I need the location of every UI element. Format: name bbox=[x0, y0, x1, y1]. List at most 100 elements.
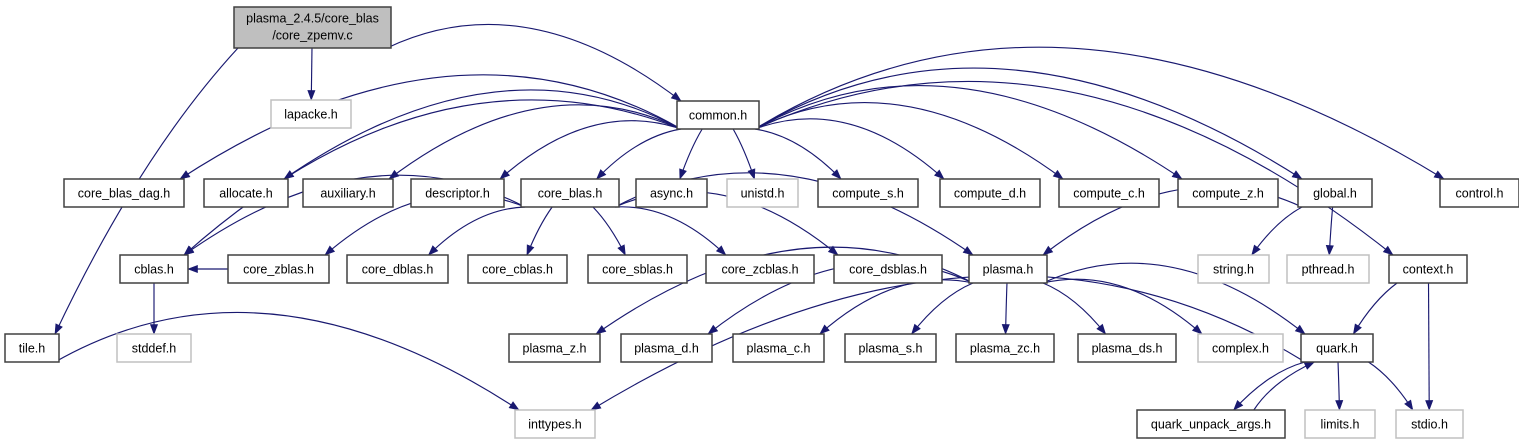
node-label-core_dblas: core_dblas.h bbox=[362, 262, 434, 276]
node-box-plasma_s[interactable] bbox=[844, 333, 937, 363]
node-common[interactable]: common.h bbox=[676, 100, 760, 130]
node-core_blas_dag[interactable]: core_blas_dag.h bbox=[63, 178, 185, 208]
node-core_zcblas[interactable]: core_zcblas.h bbox=[705, 254, 815, 284]
node-box-control[interactable] bbox=[1439, 178, 1519, 208]
node-label-core_blas_dag: core_blas_dag.h bbox=[78, 186, 170, 200]
node-stddef[interactable]: stddef.h bbox=[116, 333, 192, 363]
node-tile[interactable]: tile.h bbox=[4, 333, 60, 363]
node-label-control: control.h bbox=[1456, 186, 1504, 200]
node-box-cblas[interactable] bbox=[119, 254, 189, 284]
node-quark_unpack_args[interactable]: quark_unpack_args.h bbox=[1136, 409, 1286, 439]
node-unistd[interactable]: unistd.h bbox=[726, 178, 799, 208]
node-box-compute_c[interactable] bbox=[1058, 178, 1160, 208]
node-box-tile[interactable] bbox=[4, 333, 60, 363]
node-stdio[interactable]: stdio.h bbox=[1395, 409, 1464, 439]
node-box-core_blas_dag[interactable] bbox=[63, 178, 185, 208]
node-box-string[interactable] bbox=[1197, 254, 1270, 284]
node-async[interactable]: async.h bbox=[635, 178, 708, 208]
node-complex[interactable]: complex.h bbox=[1197, 333, 1284, 363]
node-string[interactable]: string.h bbox=[1197, 254, 1270, 284]
node-box-core_blas[interactable] bbox=[520, 178, 620, 208]
node-label-global: global.h bbox=[1313, 186, 1357, 200]
node-label-descriptor: descriptor.h bbox=[425, 186, 490, 200]
node-limits[interactable]: limits.h bbox=[1304, 409, 1376, 439]
node-plasma_s[interactable]: plasma_s.h bbox=[844, 333, 937, 363]
node-core_dsblas[interactable]: core_dsblas.h bbox=[833, 254, 943, 284]
node-box-descriptor[interactable] bbox=[410, 178, 505, 208]
node-core_zblas[interactable]: core_zblas.h bbox=[227, 254, 330, 284]
node-box-unistd[interactable] bbox=[726, 178, 799, 208]
node-box-complex[interactable] bbox=[1197, 333, 1284, 363]
node-box-plasma_ds[interactable] bbox=[1077, 333, 1177, 363]
node-box-compute_d[interactable] bbox=[939, 178, 1041, 208]
node-label-plasma_c: plasma_c.h bbox=[747, 341, 811, 355]
node-box-plasma_zc[interactable] bbox=[955, 333, 1055, 363]
node-compute_d[interactable]: compute_d.h bbox=[939, 178, 1041, 208]
edge-global-to-pthread bbox=[1325, 206, 1334, 256]
node-box-core_zcblas[interactable] bbox=[705, 254, 815, 284]
node-compute_s[interactable]: compute_s.h bbox=[817, 178, 919, 208]
node-inttypes[interactable]: inttypes.h bbox=[514, 409, 596, 439]
node-core_cblas[interactable]: core_cblas.h bbox=[467, 254, 568, 284]
edge-plasma-to-quark bbox=[1042, 262, 1306, 335]
node-plasma_ds[interactable]: plasma_ds.h bbox=[1077, 333, 1177, 363]
node-box-lapacke[interactable] bbox=[270, 99, 352, 129]
node-compute_z[interactable]: compute_z.h bbox=[1177, 178, 1279, 208]
node-box-pthread[interactable] bbox=[1286, 254, 1370, 284]
node-box-core_sblas[interactable] bbox=[587, 254, 688, 284]
node-auxiliary[interactable]: auxiliary.h bbox=[302, 178, 394, 208]
node-core_blas[interactable]: core_blas.h bbox=[520, 178, 620, 208]
node-box-core_dsblas[interactable] bbox=[833, 254, 943, 284]
node-box-stdio[interactable] bbox=[1395, 409, 1464, 439]
node-box-core_zblas[interactable] bbox=[227, 254, 330, 284]
node-box-common[interactable] bbox=[676, 100, 760, 130]
node-box-core_dblas[interactable] bbox=[346, 254, 449, 284]
node-box-allocate[interactable] bbox=[203, 178, 289, 208]
node-box-compute_z[interactable] bbox=[1177, 178, 1279, 208]
node-box-plasma_z[interactable] bbox=[508, 333, 601, 363]
node-root[interactable]: plasma_2.4.5/core_blas/core_zpemv.c bbox=[233, 6, 392, 49]
node-label-quark_unpack_args: quark_unpack_args.h bbox=[1151, 417, 1271, 431]
node-box-plasma_c[interactable] bbox=[732, 333, 825, 363]
node-box-quark_unpack_args[interactable] bbox=[1136, 409, 1286, 439]
node-quark[interactable]: quark.h bbox=[1300, 333, 1374, 363]
edge-core_zblas-to-cblas bbox=[187, 264, 228, 274]
node-context[interactable]: context.h bbox=[1388, 254, 1468, 284]
edge-common-to-descriptor bbox=[499, 120, 682, 180]
edge-common-to-global bbox=[754, 67, 1303, 180]
node-box-async[interactable] bbox=[635, 178, 708, 208]
edge-context-to-quark bbox=[1352, 282, 1398, 335]
node-box-inttypes[interactable] bbox=[514, 409, 596, 439]
node-box-plasma_d[interactable] bbox=[620, 333, 713, 363]
node-box-plasma[interactable] bbox=[968, 254, 1048, 284]
node-allocate[interactable]: allocate.h bbox=[203, 178, 289, 208]
edge-plasma-to-complex bbox=[1042, 278, 1203, 335]
node-box-stddef[interactable] bbox=[116, 333, 192, 363]
node-box-compute_s[interactable] bbox=[817, 178, 919, 208]
node-pthread[interactable]: pthread.h bbox=[1286, 254, 1370, 284]
node-box-context[interactable] bbox=[1388, 254, 1468, 284]
node-plasma_zc[interactable]: plasma_zc.h bbox=[955, 333, 1055, 363]
node-control[interactable]: control.h bbox=[1439, 178, 1519, 208]
node-box-quark[interactable] bbox=[1300, 333, 1374, 363]
edge-common-to-context bbox=[754, 80, 1394, 256]
node-box-core_cblas[interactable] bbox=[467, 254, 568, 284]
node-cblas[interactable]: cblas.h bbox=[119, 254, 189, 284]
node-core_dblas[interactable]: core_dblas.h bbox=[346, 254, 449, 284]
node-descriptor[interactable]: descriptor.h bbox=[410, 178, 505, 208]
node-box-limits[interactable] bbox=[1304, 409, 1376, 439]
node-box-root[interactable] bbox=[233, 6, 392, 49]
node-global[interactable]: global.h bbox=[1297, 178, 1373, 208]
edge-core_blas-to-core_dblas bbox=[427, 206, 526, 256]
edge-core_blas-to-core_sblas bbox=[592, 206, 626, 256]
node-plasma_z[interactable]: plasma_z.h bbox=[508, 333, 601, 363]
node-core_sblas[interactable]: core_sblas.h bbox=[587, 254, 688, 284]
node-plasma[interactable]: plasma.h bbox=[968, 254, 1048, 284]
node-lapacke[interactable]: lapacke.h bbox=[270, 99, 352, 129]
node-plasma_c[interactable]: plasma_c.h bbox=[732, 333, 825, 363]
node-plasma_d[interactable]: plasma_d.h bbox=[620, 333, 713, 363]
node-box-auxiliary[interactable] bbox=[302, 178, 394, 208]
node-compute_c[interactable]: compute_c.h bbox=[1058, 178, 1160, 208]
node-label-plasma_s: plasma_s.h bbox=[859, 341, 923, 355]
node-box-global[interactable] bbox=[1297, 178, 1373, 208]
